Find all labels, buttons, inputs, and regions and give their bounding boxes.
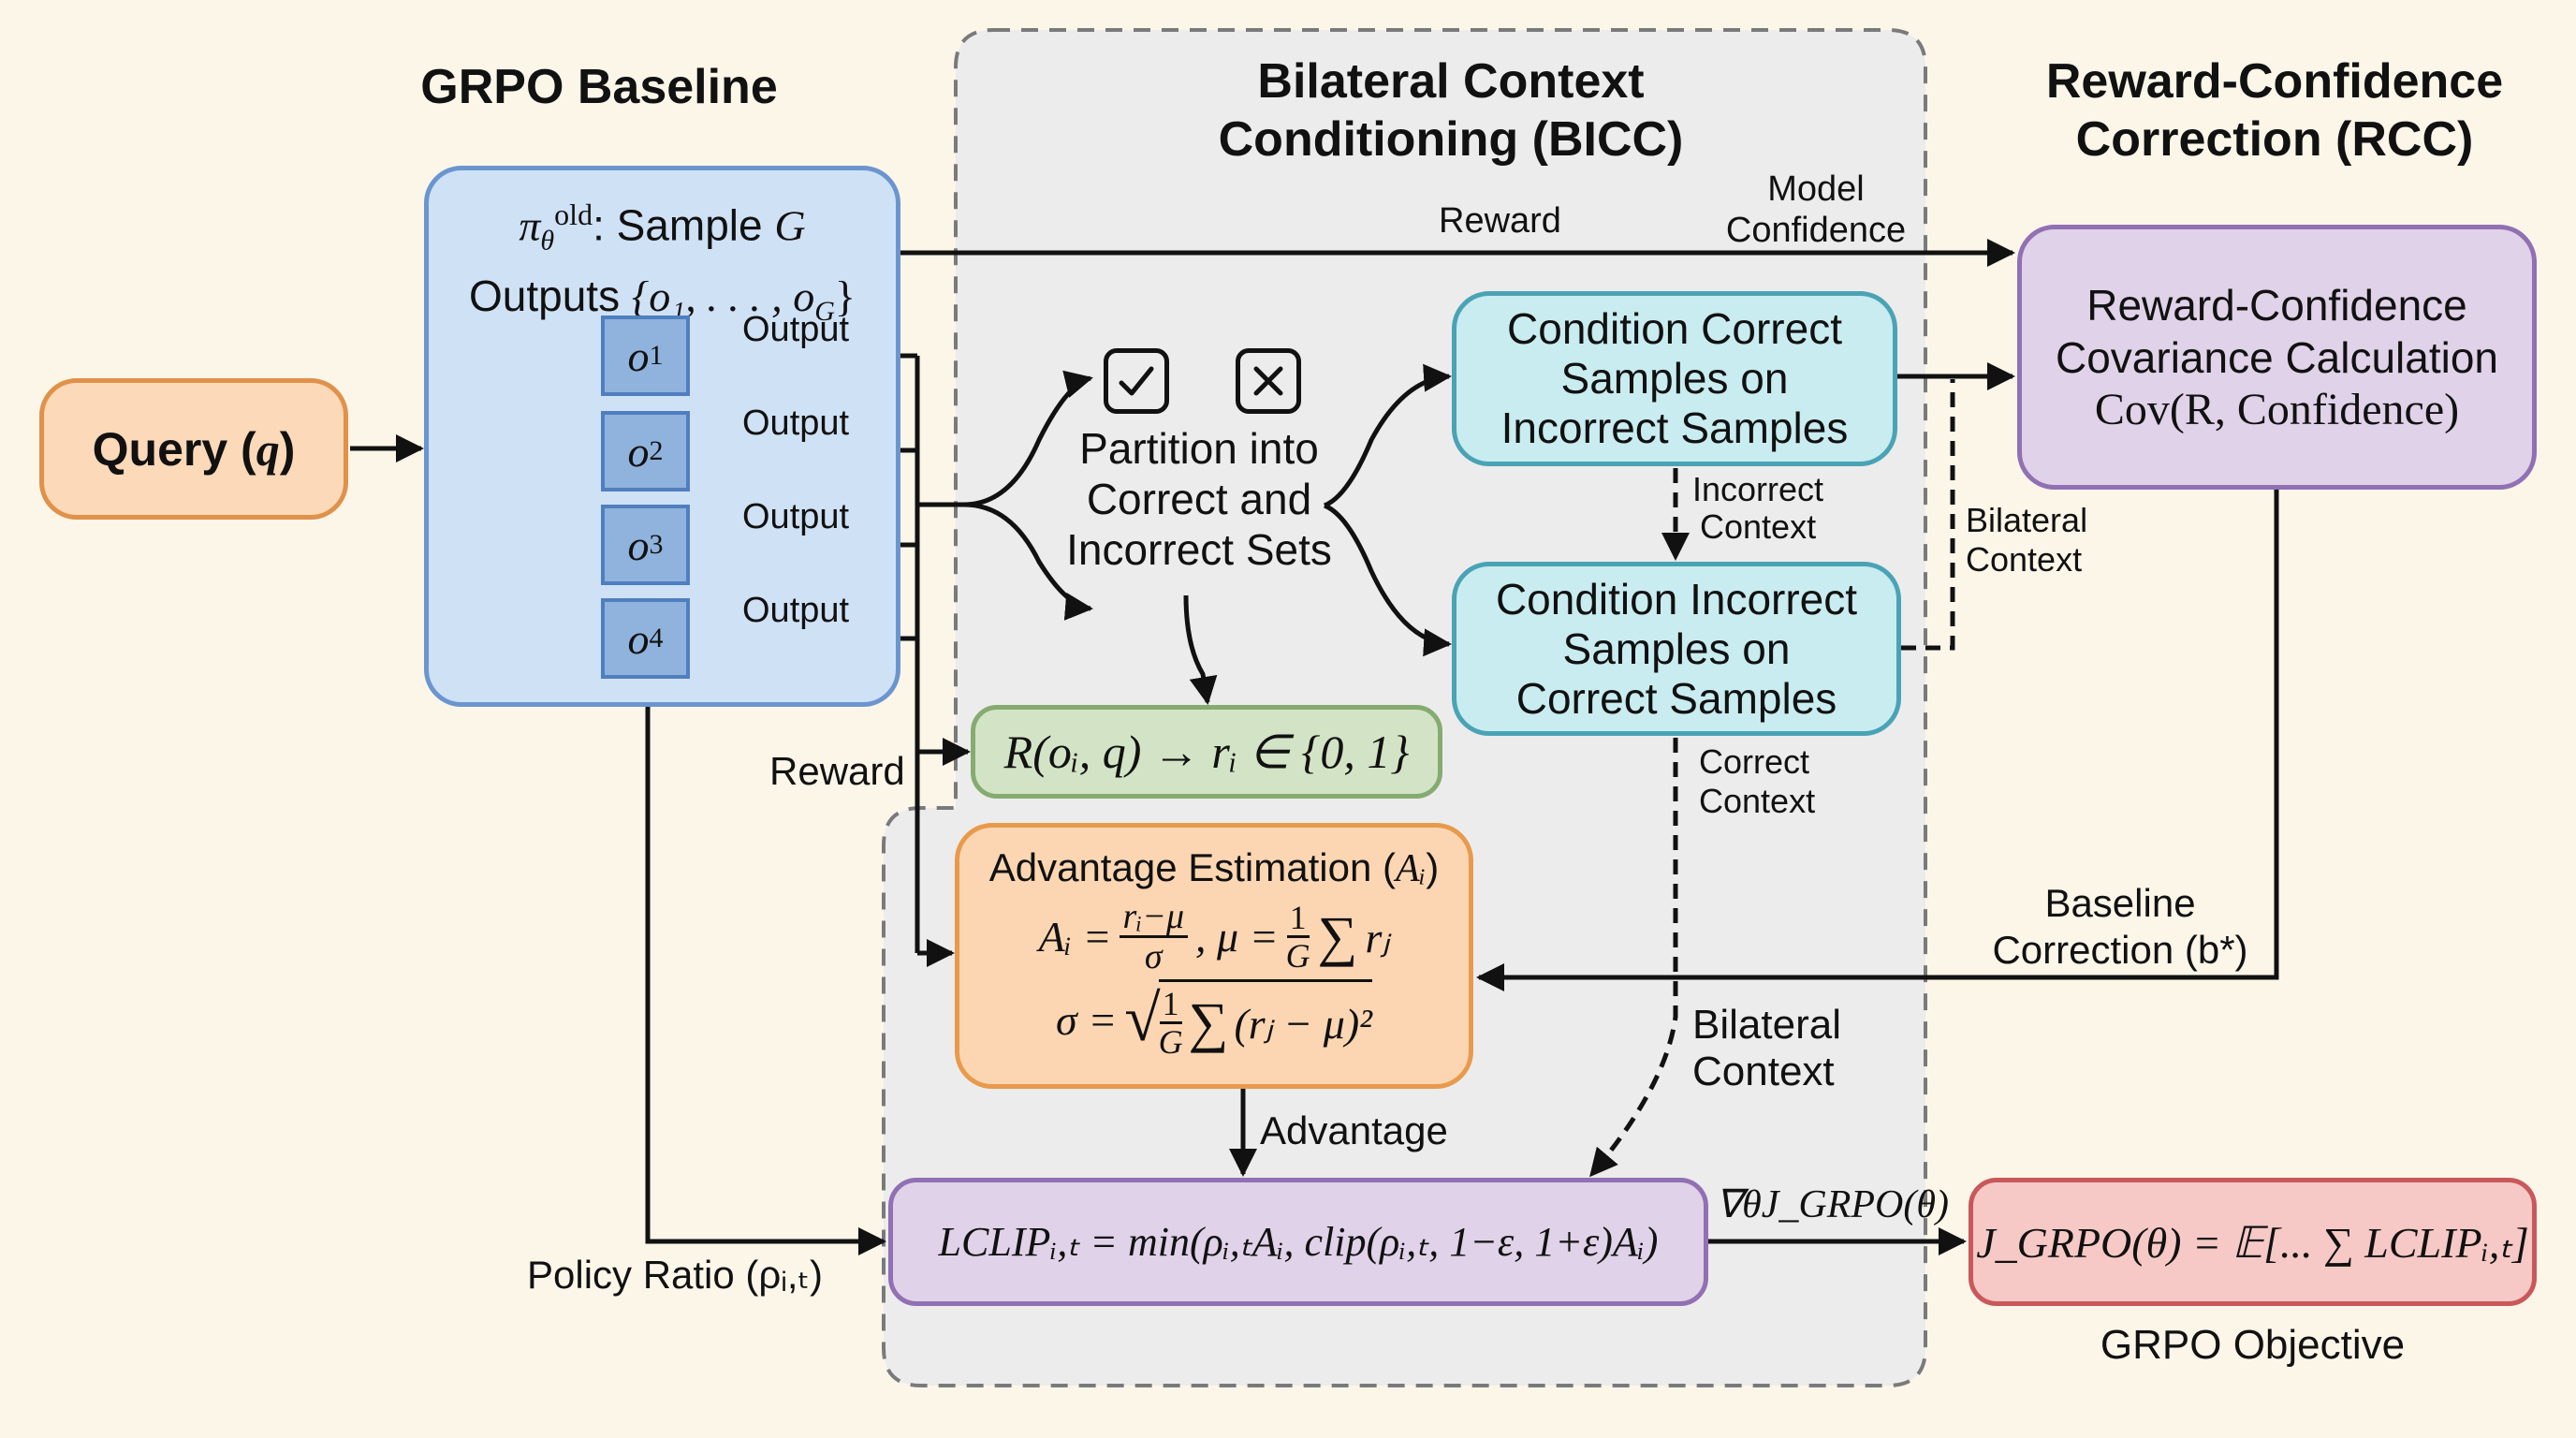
edge-label-bilateral-right: Bilateral Context — [1966, 501, 2088, 579]
grpo-objective-box[interactable]: J_GRPO(θ) = 𝔼[... ∑ LCLIPᵢ,ₜ] — [1969, 1178, 2537, 1306]
edge-label-gradient: ∇θJ_GRPO(θ) — [1716, 1183, 1949, 1226]
partition-line1: Partition into — [1079, 424, 1319, 473]
condition-correct-line2: Samples on — [1560, 354, 1789, 403]
bicc-title: Bilateral Context Conditioning (BICC) — [1076, 52, 1825, 169]
arrow-fork-to-incorrect — [963, 502, 1093, 621]
dashed-bilateral-to-rcc — [1901, 379, 1955, 651]
bicc-title-line2: Conditioning (BICC) — [1218, 112, 1684, 167]
query-label: Query (q) — [92, 422, 296, 476]
arrow-partition-to-cond-correct — [1323, 363, 1452, 508]
arrow-rcc-to-advantage — [1476, 490, 2279, 991]
arrow-partition-to-cond-incorrect — [1323, 503, 1452, 657]
output-edge-label-2: Output — [742, 404, 850, 443]
reward-function-box[interactable]: R(oᵢ, q) → rᵢ ∈ {0, 1} — [971, 705, 1442, 799]
condition-incorrect-line2: Samples on — [1562, 624, 1791, 673]
rcc-title: Reward-Confidence Correction (RCC) — [1994, 52, 2555, 169]
grpo-objective-caption: GRPO Objective — [2100, 1322, 2406, 1368]
edge-label-policy-ratio: Policy Ratio (ρᵢ,ₜ) — [527, 1253, 823, 1297]
output-edge-label-1: Output — [742, 310, 850, 349]
partition-label: Partition into Correct and Incorrect Set… — [1030, 423, 1368, 575]
edge-label-bilateral-mid: Bilateral Context — [1692, 1002, 1841, 1094]
condition-incorrect-line1: Condition Incorrect — [1495, 574, 1858, 624]
x-icon — [1236, 348, 1301, 414]
query-box[interactable]: Query (q) — [39, 378, 348, 520]
reward-function-formula: R(oᵢ, q) → rᵢ ∈ {0, 1} — [1003, 726, 1410, 778]
grpo-baseline-title: GRPO Baseline — [420, 60, 778, 114]
lclip-box[interactable]: LCLIPᵢ,ₜ = min(ρᵢ,ₜAᵢ, clip(ρᵢ,ₜ, 1−ε, 1… — [888, 1178, 1708, 1306]
rcc-box-line2: Covariance Calculation — [2055, 332, 2499, 382]
rcc-box-line1: Reward-Confidence — [2086, 280, 2467, 330]
arrow-partition-to-reward-fn — [1183, 594, 1218, 705]
edge-label-correct-context: Correct Context — [1699, 742, 1816, 820]
edge-label-reward-left: Reward — [769, 749, 905, 793]
advantage-estimation-box[interactable]: Advantage Estimation (Aᵢ) Aᵢ = rᵢ−μ σ , … — [955, 823, 1473, 1089]
condition-incorrect-line3: Correct Samples — [1515, 673, 1837, 723]
edge-label-baseline-correction: Baseline Correction (b*) — [1992, 881, 2248, 972]
policy-line1: πθold: Sample G — [519, 198, 806, 257]
condition-correct-line3: Incorrect Samples — [1500, 404, 1849, 452]
condition-incorrect-box[interactable]: Condition Incorrect Samples on Correct S… — [1452, 562, 1901, 736]
rcc-covariance-box[interactable]: Reward-Confidence Covariance Calculation… — [2017, 225, 2537, 490]
condition-correct-line1: Condition Correct — [1507, 304, 1842, 353]
lclip-formula: LCLIPᵢ,ₜ = min(ρᵢ,ₜAᵢ, clip(ρᵢ,ₜ, 1−ε, 1… — [938, 1219, 1659, 1265]
output-edge-label-4: Output — [742, 591, 850, 630]
edge-label-reward-top: Reward — [1439, 201, 1561, 241]
rcc-title-line2: Correction (RCC) — [2075, 112, 2474, 167]
partition-line3: Incorrect Sets — [1066, 525, 1332, 574]
arrow-fork-to-correct — [917, 370, 1093, 507]
advantage-equation-1: Aᵢ = rᵢ−μ σ , μ = 1 G ∑ rⱼ — [1038, 897, 1390, 976]
arrow-bilateral-to-lclip — [1589, 738, 1678, 1178]
edge-label-model-confidence: Model Confidence — [1725, 169, 1907, 250]
edge-label-advantage: Advantage — [1260, 1108, 1448, 1152]
edge-label-incorrect-context: Incorrect Context — [1692, 470, 1824, 546]
arrow-policy-to-lclip — [645, 707, 886, 1255]
policy-line2: Outputs {o₁, . . . , oG} — [468, 271, 856, 327]
rcc-box-line3: Cov(R, Confidence) — [2094, 384, 2460, 434]
advantage-title: Advantage Estimation (Aᵢ) — [988, 845, 1440, 890]
condition-correct-box[interactable]: Condition Correct Samples on Incorrect S… — [1452, 291, 1897, 466]
advantage-equation-2: σ = √ 1 G ∑ (rⱼ − μ)² — [1056, 979, 1372, 1060]
output-edge-label-3: Output — [742, 497, 850, 536]
grpo-objective-formula: J_GRPO(θ) = 𝔼[... ∑ LCLIPᵢ,ₜ] — [1976, 1218, 2529, 1267]
partition-line2: Correct and — [1086, 475, 1312, 523]
bicc-title-line1: Bilateral Context — [1257, 54, 1645, 109]
check-icon — [1104, 348, 1169, 414]
rcc-title-line1: Reward-Confidence — [2045, 54, 2504, 109]
